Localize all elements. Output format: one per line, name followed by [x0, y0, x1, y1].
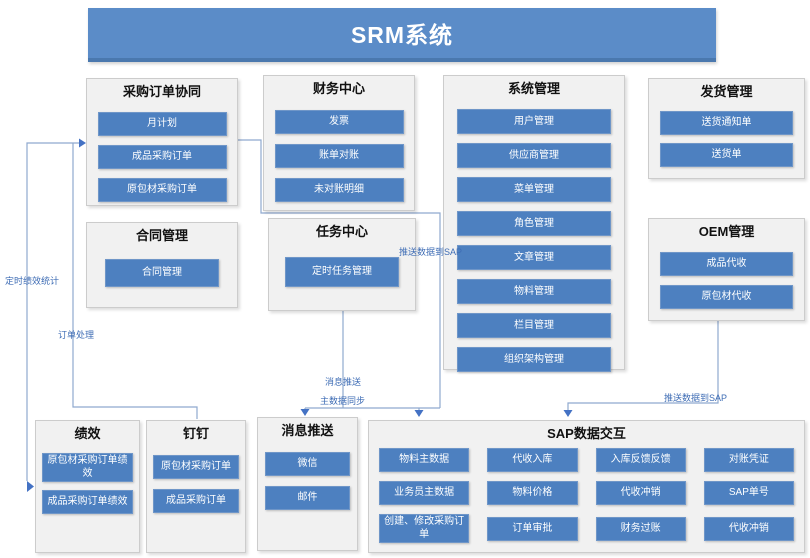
- edge-label-order-processing: 订单处理: [58, 330, 95, 340]
- diagram-node: 邮件: [264, 486, 351, 511]
- diagram-node: 供应商管理: [456, 143, 612, 169]
- diagram-node: 账单对账: [274, 144, 404, 169]
- group-title: 消息推送: [281, 423, 334, 438]
- edge-label-master-data-sync: 主数据同步: [320, 396, 366, 406]
- group-purchase-order-collab: 采购订单协同 月计划 成品采购订单 原包材采购订单: [86, 78, 238, 206]
- diagram-node: 对账凭证: [703, 448, 794, 473]
- group-title: 系统管理: [507, 81, 560, 96]
- arrowhead-into-purchase: [79, 138, 86, 148]
- group-title: 发货管理: [700, 84, 753, 99]
- diagram-node: 成品采购订单绩效: [42, 490, 133, 515]
- diagram-node: 定时任务管理: [285, 257, 399, 288]
- diagram-node: 未对账明细: [274, 178, 404, 203]
- group-shipping-management: 发货管理 送货通知单 送货单: [648, 78, 805, 179]
- sap-node-grid: 物料主数据 代收入库 入库反馈反馈 对账凭证 业务员主数据 物料价格 代收冲销 …: [369, 445, 804, 544]
- diagram-node: 菜单管理: [456, 177, 612, 203]
- diagram-node: 物料主数据: [379, 448, 470, 473]
- diagram-node: 代收入库: [487, 448, 578, 473]
- diagram-node: 成品采购订单: [152, 489, 240, 514]
- group-title: 任务中心: [315, 224, 368, 239]
- group-oem-management: OEM管理 成品代收 原包材代收: [648, 218, 805, 321]
- edge-label-push-to-sap-right: 推送数据到SAP: [664, 393, 728, 403]
- group-title: 钉钉: [182, 426, 209, 441]
- group-finance-center: 财务中心 发票 账单对账 未对账明细: [263, 75, 415, 211]
- arrowhead-into-sap-left: [414, 410, 424, 417]
- group-message-push: 消息推送 微信 邮件: [257, 417, 358, 551]
- group-contract-management: 合同管理 合同管理: [86, 222, 238, 308]
- system-title-banner: SRM系统: [88, 8, 716, 62]
- diagram-node: 订单审批: [487, 516, 578, 541]
- diagram-node: 代收冲销: [595, 481, 686, 506]
- group-title: 合同管理: [135, 228, 188, 243]
- group-title: SAP数据交互: [547, 426, 626, 441]
- group-title: 绩效: [74, 426, 101, 441]
- page-title: SRM系统: [350, 22, 454, 48]
- arrowhead-into-message: [300, 409, 310, 416]
- group-task-center: 任务中心 定时任务管理: [268, 218, 416, 311]
- diagram-node: 原包材代收: [659, 285, 794, 310]
- diagram-node: 代收冲销: [703, 516, 794, 541]
- arrowhead-into-performance: [27, 481, 34, 492]
- diagram-node: 原包材采购订单绩效: [42, 453, 133, 483]
- diagram-node: 用户管理: [456, 109, 612, 135]
- diagram-node: 合同管理: [105, 259, 219, 288]
- diagram-node: 物料价格: [487, 481, 578, 506]
- diagram-node: 月计划: [97, 112, 227, 137]
- diagram-node: SAP单号: [703, 481, 794, 506]
- diagram-node: 原包材采购订单: [97, 178, 227, 203]
- diagram-node: 发票: [274, 110, 404, 135]
- group-performance: 绩效 原包材采购订单绩效 成品采购订单绩效: [35, 420, 140, 553]
- diagram-node: 送货单: [659, 143, 794, 168]
- arrowhead-into-sap-right: [563, 410, 573, 417]
- group-sap-data-exchange: SAP数据交互 物料主数据 代收入库 入库反馈反馈 对账凭证 业务员主数据 物料…: [368, 420, 805, 553]
- group-title: OEM管理: [698, 224, 755, 239]
- group-dingtalk: 钉钉 原包材采购订单 成品采购订单: [146, 420, 246, 553]
- diagram-node: 创建、修改采购订单: [379, 514, 470, 544]
- diagram-node: 入库反馈反馈: [595, 448, 686, 473]
- diagram-node: 角色管理: [456, 211, 612, 237]
- diagram-node: 文章管理: [456, 245, 612, 271]
- group-title: 财务中心: [312, 81, 365, 96]
- group-system-management: 系统管理 用户管理 供应商管理 菜单管理 角色管理 文章管理 物料管理 栏目管理…: [443, 75, 625, 373]
- diagram-node: 栏目管理: [456, 313, 612, 339]
- diagram-node: 成品代收: [659, 252, 794, 277]
- diagram-node: 微信: [264, 452, 351, 477]
- diagram-node: 成品采购订单: [97, 145, 227, 170]
- diagram-node: 组织架构管理: [456, 347, 612, 373]
- edge-label-timed-performance: 定时绩效统计: [5, 276, 60, 286]
- diagram-node: 财务过账: [595, 516, 686, 541]
- group-title: 采购订单协同: [122, 84, 201, 99]
- diagram-node: 送货通知单: [659, 111, 794, 136]
- diagram-node: 原包材采购订单: [152, 455, 240, 480]
- diagram-node: 业务员主数据: [379, 481, 470, 506]
- diagram-node: 物料管理: [456, 279, 612, 305]
- edge-label-push-to-sap-left: 推送数据到SAP: [399, 247, 463, 257]
- edge-label-message-push: 消息推送: [325, 377, 362, 387]
